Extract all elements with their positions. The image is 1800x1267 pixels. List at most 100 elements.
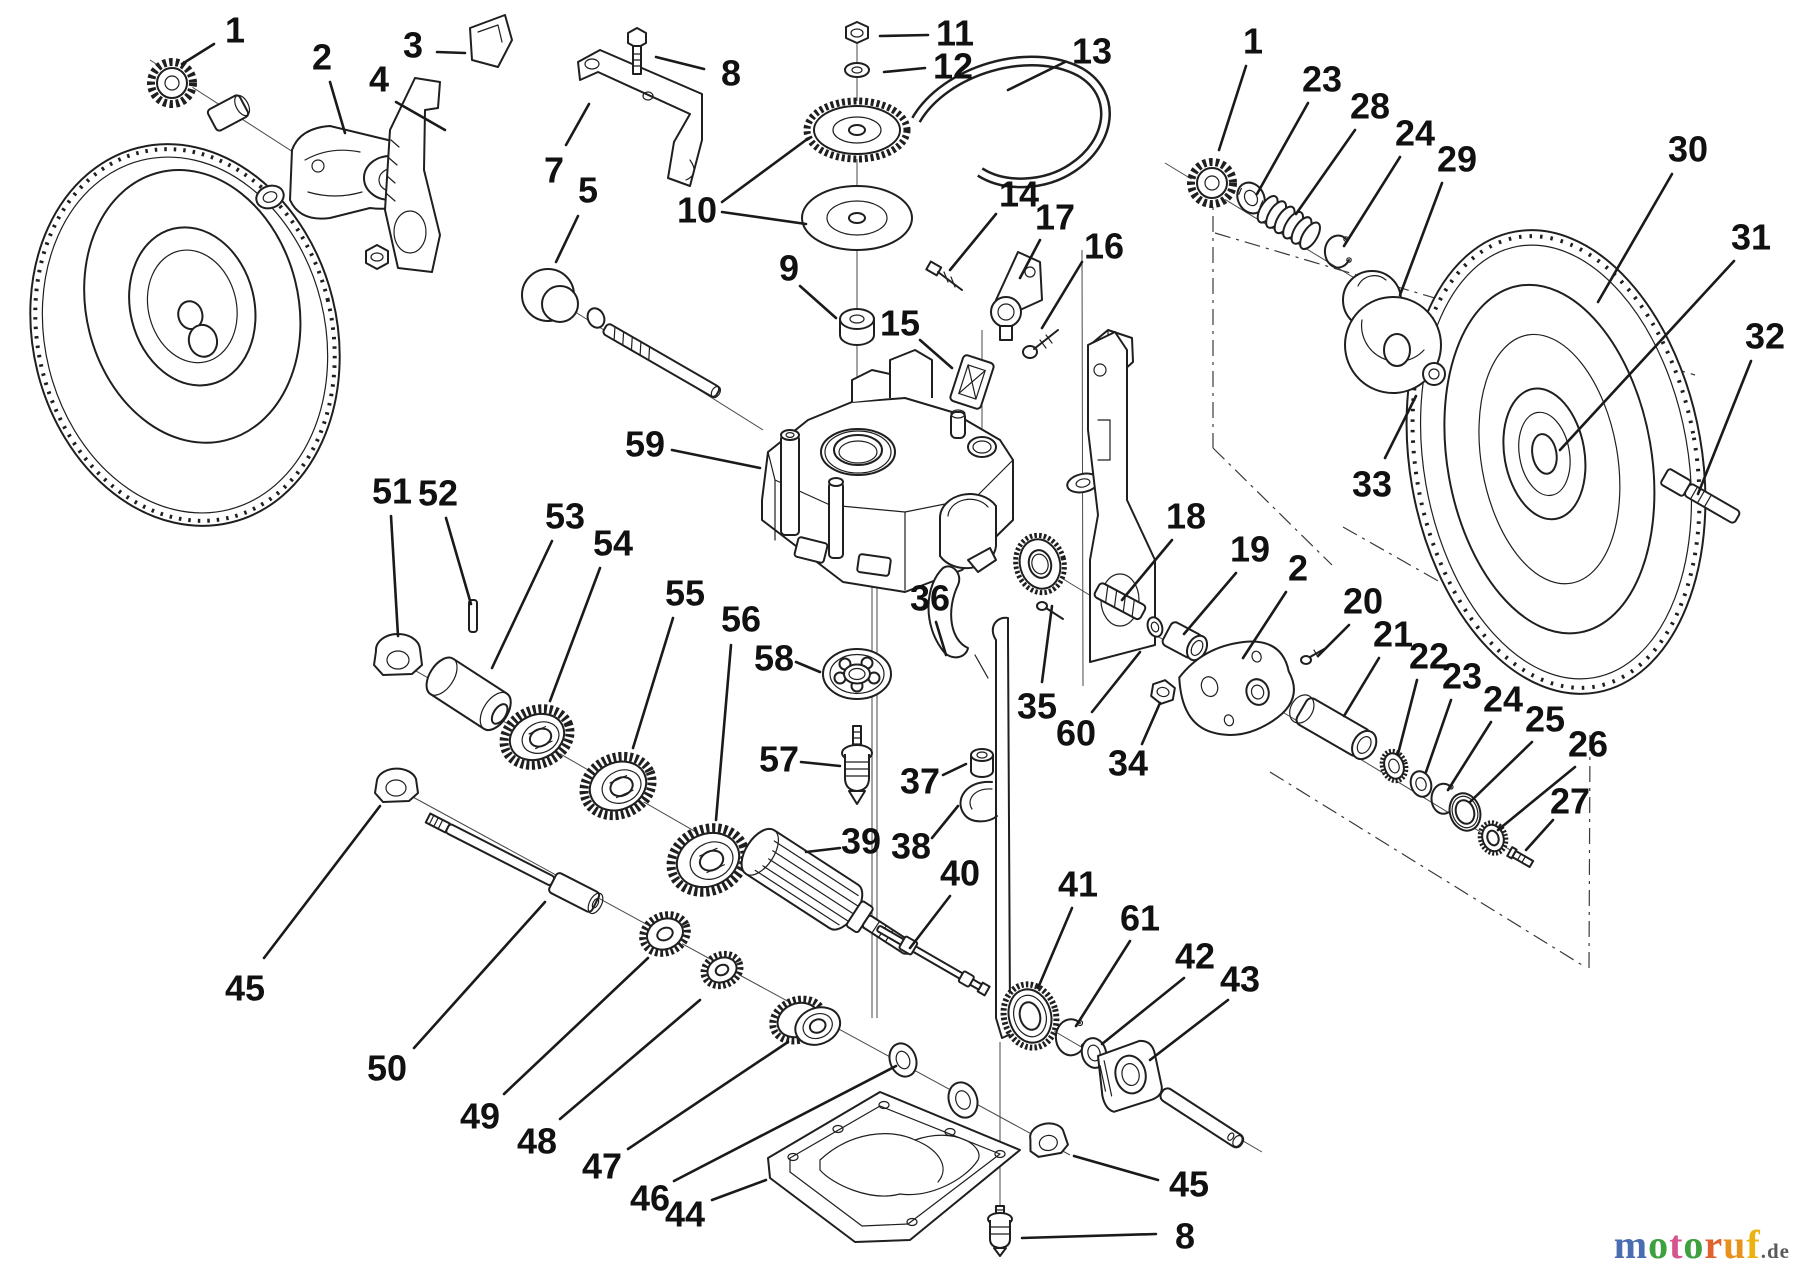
callout-number-9: 9 [779, 248, 799, 289]
bolt-8-top [627, 27, 647, 75]
nut-11 [845, 21, 869, 44]
leader-line [714, 643, 733, 822]
screw-57 [841, 725, 873, 805]
leader-line [1316, 623, 1351, 658]
callout-number-41: 41 [1058, 864, 1098, 905]
leader-line [1524, 818, 1555, 852]
callout-number-15: 15 [880, 303, 920, 344]
leader-line [1090, 650, 1142, 714]
leader-line [1140, 701, 1162, 746]
assembly-axis-lines [149, 44, 1689, 1205]
leader-line [1100, 976, 1186, 1046]
callout-number-45: 45 [1169, 1164, 1209, 1205]
callout-number-50: 50 [367, 1048, 407, 1089]
watermark-letter: o [1683, 1222, 1705, 1267]
watermark-letter: o [1648, 1222, 1670, 1267]
leader-line [908, 894, 952, 950]
pulley-upper-10 [803, 97, 911, 163]
bearing-41 [1000, 981, 1060, 1051]
callout-number-61: 61 [1120, 898, 1160, 939]
leader-line [948, 212, 998, 272]
coupling-53 [425, 656, 512, 732]
leader-line [389, 514, 400, 638]
callout-number-8: 8 [721, 53, 741, 94]
leader-line [1006, 60, 1067, 92]
leader-line [804, 846, 842, 854]
callout-number-51: 51 [372, 471, 412, 512]
ring-25 [1448, 792, 1482, 832]
leader-line [1446, 720, 1493, 792]
leader-line [799, 760, 842, 768]
nut-34 [1150, 679, 1176, 705]
leader-line [554, 214, 580, 264]
screw-60 [1036, 601, 1064, 620]
leader-line [1148, 998, 1230, 1062]
oil-pan-44 [767, 1091, 1021, 1243]
leader-line [490, 539, 554, 670]
gear-48 [700, 950, 744, 990]
leader-line [262, 804, 382, 960]
leader-line [878, 33, 930, 38]
clamp-pad-15 [949, 354, 995, 410]
leader-line [1383, 394, 1418, 460]
pin-52 [468, 599, 478, 633]
callout-number-42: 42 [1175, 936, 1215, 977]
gear-56 [666, 823, 750, 897]
leader-line [1120, 538, 1174, 602]
leader-line [1696, 359, 1753, 496]
spacer-left [206, 94, 251, 132]
callout-number-23: 23 [1442, 656, 1482, 697]
bushing-45-left [374, 767, 419, 803]
spacer-9 [839, 308, 875, 346]
callout-number-43: 43 [1220, 959, 1260, 1000]
callout-number-17: 17 [1035, 197, 1075, 238]
spring-28 [1256, 195, 1321, 251]
drive-belt-13 [911, 55, 1111, 189]
idler-shaft-50 [424, 812, 604, 915]
callout-number-58: 58 [754, 638, 794, 679]
callout-number-29: 29 [1437, 139, 1477, 180]
callout-number-47: 47 [582, 1146, 622, 1187]
hanger-bracket-7 [577, 49, 703, 187]
leader-line [1182, 571, 1238, 636]
gear-54 [499, 704, 575, 770]
callout-number-25: 25 [1525, 699, 1565, 740]
washer-12 [844, 62, 870, 78]
shift-link-rod-35 [991, 616, 1025, 1039]
shift-rod-40 [876, 925, 991, 997]
leader-line [794, 660, 822, 674]
callout-number-1: 1 [225, 10, 245, 51]
callout-number-53: 53 [545, 496, 585, 537]
thrust-washer-35 [1013, 532, 1067, 596]
leader-line [1496, 765, 1577, 832]
leader-line [1020, 1232, 1158, 1240]
leader-line [564, 102, 591, 147]
callout-number-20: 20 [1343, 581, 1383, 622]
leader-line [626, 1040, 790, 1151]
gear-cover-29 [1342, 270, 1446, 394]
callout-number-44: 44 [665, 1194, 705, 1235]
callout-number-5: 5 [578, 170, 598, 211]
ball-bearing-58 [822, 648, 892, 700]
right-wheel [1405, 229, 1707, 695]
hub-5 [521, 268, 606, 329]
callout-number-24: 24 [1483, 679, 1523, 720]
leader-line [180, 42, 216, 66]
height-adjust-plate-4 [384, 77, 441, 273]
callout-number-30: 30 [1668, 129, 1708, 170]
callout-number-52: 52 [418, 473, 458, 514]
callout-number-55: 55 [665, 573, 705, 614]
callout-number-2: 2 [1288, 548, 1308, 589]
final-gear-47 [769, 995, 842, 1046]
gearcase-59 [761, 349, 1014, 593]
callout-number-46: 46 [630, 1178, 670, 1219]
leader-line [918, 338, 954, 370]
leader-line [1342, 656, 1381, 718]
callout-number-14: 14 [999, 174, 1039, 215]
leader-line [1424, 698, 1453, 774]
support-bracket-33 [1087, 331, 1156, 663]
leader-line [444, 516, 473, 606]
